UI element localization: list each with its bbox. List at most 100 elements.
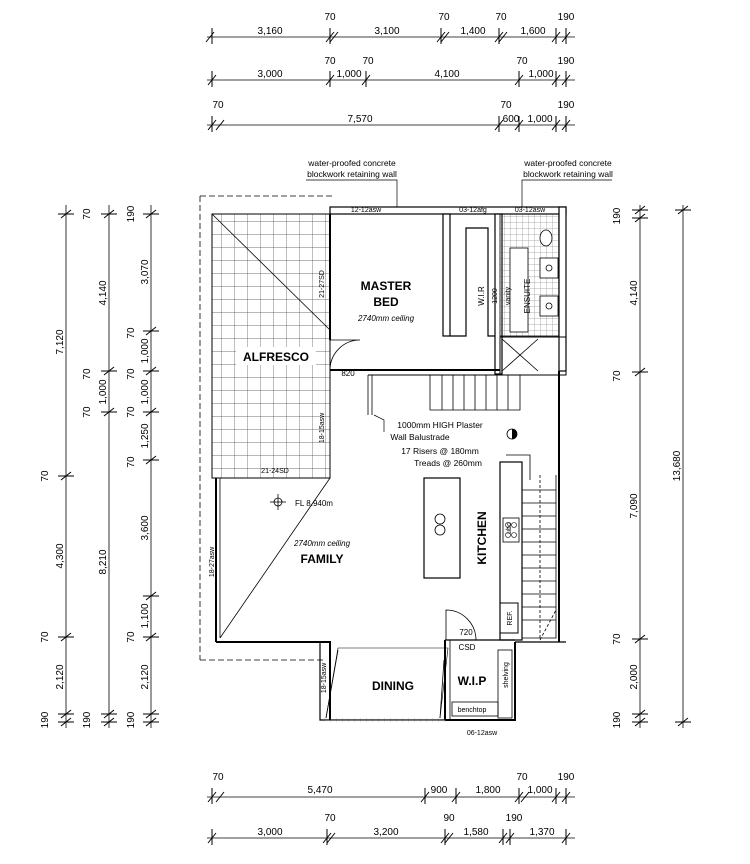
dim-label: 70 xyxy=(40,470,51,482)
walls xyxy=(215,206,567,721)
stairs-note: Treads @ 260mm xyxy=(414,458,482,468)
dim-label: 3,160 xyxy=(257,26,282,37)
dim-label: 70 xyxy=(516,772,528,783)
left-dimensions xyxy=(58,205,159,728)
window-label: 18-15asw xyxy=(319,412,326,443)
wip-shelving xyxy=(451,649,513,719)
door-width-label: 720 xyxy=(459,628,473,637)
floor-level-label: FL 8.940m xyxy=(295,499,333,508)
family-floor-lines xyxy=(219,477,331,639)
dim-label: 1,400 xyxy=(460,26,485,37)
dim-label: 1,000 xyxy=(527,114,552,125)
fridge-label: REF. xyxy=(507,610,514,625)
dim-label: 600 xyxy=(503,114,520,125)
dim-label: 1,370 xyxy=(529,827,554,838)
dim-label: 190 xyxy=(558,100,575,111)
dining-area xyxy=(324,647,449,722)
dim-label: 70 xyxy=(40,631,51,643)
dim-label: 70 xyxy=(612,633,623,645)
stairs xyxy=(367,375,557,641)
dim-label: 70 xyxy=(324,56,336,67)
room-label-master: MASTER xyxy=(361,279,412,293)
shelving-label: shelving xyxy=(503,662,510,688)
dim-label: 70 xyxy=(516,56,528,67)
dim-label: 70 xyxy=(212,100,224,111)
dim-label: 3,600 xyxy=(140,515,151,540)
doors xyxy=(329,339,477,641)
dim-label: 70 xyxy=(82,368,93,380)
dim-label: 2,120 xyxy=(55,664,66,689)
dim-label: 2,000 xyxy=(629,664,640,689)
room-label-ensuite: ENSUITE xyxy=(523,279,532,314)
note-text: water-proofed concrete xyxy=(523,158,612,168)
balustrade-note: 1000mm HIGH Plaster xyxy=(397,420,483,430)
note-text: blockwork retaining wall xyxy=(523,169,613,179)
dim-label: 2,120 xyxy=(140,664,151,689)
bottom-dimensions xyxy=(207,788,575,845)
roof-outline xyxy=(199,195,332,661)
retaining-wall-notes: water-proofed concrete blockwork retaini… xyxy=(306,158,613,210)
dim-label: 190 xyxy=(82,711,93,728)
dim-label: 70 xyxy=(126,368,137,380)
kitchen xyxy=(423,461,523,641)
dim-label: 1,000 xyxy=(140,338,151,363)
dim-label: 70 xyxy=(362,56,374,67)
dim-note: 1200 xyxy=(492,288,499,304)
csd-label: CSD xyxy=(459,643,476,652)
door-label: 21-27SD xyxy=(319,270,326,298)
room-labels: MASTER BED 2740mm ceiling FAMILY 2740mm … xyxy=(293,279,532,693)
window-label: 18-15asw xyxy=(321,662,328,693)
annotation-labels: 12-12asw 03-12afg 03-12asw 21-27SD 18-15… xyxy=(209,207,546,737)
dim-label: 3,100 xyxy=(374,26,399,37)
dim-label: 1,580 xyxy=(463,827,488,838)
left-dimension-labels: 7,120 70 4,300 70 2,120 190 70 4,140 70 … xyxy=(40,205,151,728)
door-width-label: 820 xyxy=(341,369,355,378)
dim-label: 90 xyxy=(443,813,455,824)
dim-label: 3,200 xyxy=(373,827,398,838)
dim-label: 1,600 xyxy=(520,26,545,37)
dim-label: 70 xyxy=(126,327,137,339)
dim-label: 70 xyxy=(500,100,512,111)
benchtop-label: benchtop xyxy=(458,707,487,714)
dim-label: 190 xyxy=(558,12,575,23)
dim-label: 1,000 xyxy=(98,379,109,404)
window-label: 03-12asw xyxy=(515,207,546,214)
dim-label: 7,090 xyxy=(629,493,640,518)
dim-label: 1,100 xyxy=(140,603,151,628)
dim-label: 70 xyxy=(324,813,336,824)
right-dimension-labels: 190 4,140 70 7,090 70 2,000 190 13,680 xyxy=(612,207,683,728)
room-label-dining: DINING xyxy=(372,679,414,693)
dim-label: 4,300 xyxy=(55,543,66,568)
room-label-alfresco: ALFRESCO xyxy=(243,350,309,364)
note-text: blockwork retaining wall xyxy=(307,169,397,179)
top-dimensions xyxy=(205,28,575,132)
oven-label: ubo xyxy=(506,522,513,534)
dim-label: 190 xyxy=(40,711,51,728)
right-dimensions xyxy=(632,205,691,728)
light-fitting-icon xyxy=(506,428,518,440)
vanity-label: vanity xyxy=(505,286,512,305)
dim-label: 1,000 xyxy=(528,69,553,80)
dim-label: 190 xyxy=(558,56,575,67)
window-label: 06-12asw xyxy=(467,730,498,737)
dim-label: 190 xyxy=(126,205,137,222)
dim-label: 190 xyxy=(612,711,623,728)
dim-label: 3,000 xyxy=(257,827,282,838)
dim-label: 70 xyxy=(126,631,137,643)
ensuite-fixtures xyxy=(499,213,560,337)
dim-label: 3,070 xyxy=(140,259,151,284)
bottom-dimension-labels: 70 5,470 900 1,800 70 1,000 190 3,000 70… xyxy=(212,772,574,838)
window-label: 03-12afg xyxy=(459,207,487,214)
stairs-note: 17 Risers @ 180mm xyxy=(401,446,479,456)
dim-label: 70 xyxy=(495,12,507,23)
note-text: water-proofed concrete xyxy=(307,158,396,168)
dim-label: 190 xyxy=(506,813,523,824)
window-label: 18-27asw xyxy=(209,546,216,577)
room-label-kitchen: KITCHEN xyxy=(475,511,489,564)
top-dimension-labels: 3,160 70 3,100 70 1,400 70 1,600 190 3,0… xyxy=(212,12,574,125)
dim-label: 900 xyxy=(431,785,448,796)
balustrade-note: Wall Balustrade xyxy=(390,432,449,442)
dim-label: 8,210 xyxy=(98,549,109,574)
dim-label: 7,570 xyxy=(347,114,372,125)
